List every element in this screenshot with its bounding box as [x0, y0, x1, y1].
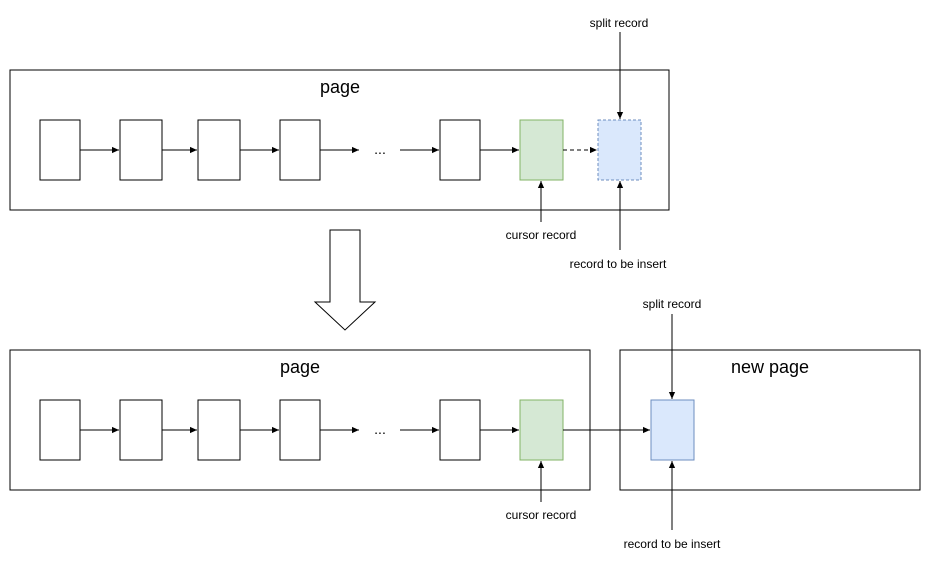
top-insert-record-label: record to be insert — [569, 257, 667, 271]
top-record-5 — [439, 119, 481, 181]
bottom-record-2 — [119, 399, 163, 461]
bottom-cursor-record-label: cursor record — [505, 508, 577, 522]
transition-down-arrow — [313, 229, 377, 331]
top-record-to-be-inserted — [597, 119, 642, 181]
bottom-record-4 — [279, 399, 321, 461]
top-record-3 — [197, 119, 241, 181]
bottom-page-title: page — [279, 357, 321, 377]
top-split-record-label: split record — [589, 16, 649, 30]
top-ellipsis: ... — [374, 141, 386, 157]
bottom-record-3 — [197, 399, 241, 461]
bottom-insert-record-label: record to be insert — [623, 537, 721, 551]
top-cursor-record — [519, 119, 564, 181]
top-cursor-record-label: cursor record — [505, 228, 577, 242]
bottom-ellipsis: ... — [374, 421, 386, 437]
bottom-inserted-record — [650, 399, 695, 461]
bottom-cursor-record — [519, 399, 564, 461]
bottom-split-record-label: split record — [642, 297, 702, 311]
top-page-title: page — [319, 77, 361, 97]
bottom-record-1 — [39, 399, 81, 461]
top-record-2 — [119, 119, 163, 181]
new-page-title: new page — [730, 357, 810, 377]
top-record-1 — [39, 119, 81, 181]
bottom-record-5 — [439, 399, 481, 461]
top-record-4 — [279, 119, 321, 181]
